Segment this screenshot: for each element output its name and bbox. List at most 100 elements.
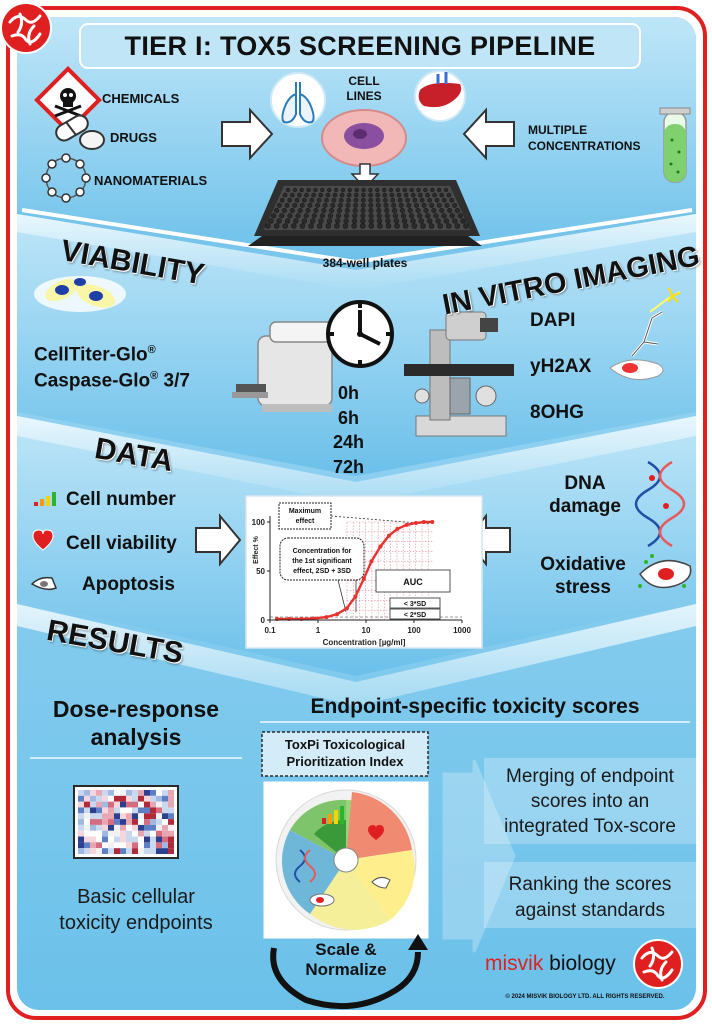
test-tube-icon xyxy=(659,107,691,183)
label-oxidative: Oxidative xyxy=(540,554,626,575)
assay-caspase-suffix: 3/7 xyxy=(158,370,190,392)
annotation-sd3: < 3*SD xyxy=(404,601,426,608)
right-arrow-icon xyxy=(221,107,274,161)
assay-caspase-text: Caspase-Glo xyxy=(34,370,151,392)
chart-x-label: Concentration [µg/ml] xyxy=(323,638,406,647)
curved-arrow-icon xyxy=(270,934,428,1010)
label-cell: CELL xyxy=(348,74,380,88)
label-scale: Scale & xyxy=(315,940,377,959)
auc-box xyxy=(375,569,451,593)
label-normalize: Normalize xyxy=(305,960,387,979)
left-arrow-icon xyxy=(462,107,515,161)
label-apoptosis: Apoptosis xyxy=(82,574,175,595)
chart-data-point xyxy=(395,526,400,531)
annotation-max-2: effect xyxy=(296,518,315,525)
label-cell-viability: Cell viability xyxy=(66,533,177,554)
label-basic-cellular: Basic cellular xyxy=(77,886,195,908)
label-rank-2: against standards xyxy=(515,900,665,921)
misvik-biology-logo-icon xyxy=(633,939,683,989)
pills-icon xyxy=(55,114,105,150)
annotation-max-1: Maximum xyxy=(289,508,321,515)
chart-y-tick-label: 50 xyxy=(256,567,265,576)
timepoint-6h: 6h xyxy=(338,408,360,428)
max-effect-box xyxy=(278,502,332,530)
chart-x-tick-label: 1000 xyxy=(453,626,471,635)
timepoint-24h: 24h xyxy=(333,432,365,452)
chart-x-tick-label: 0.1 xyxy=(264,626,276,635)
antibody-icon xyxy=(630,287,681,357)
clock-icon xyxy=(326,300,394,368)
chart-data-point xyxy=(361,576,366,581)
chart-data-point xyxy=(414,521,418,525)
brand-biology: biology xyxy=(543,952,616,975)
heart-icon xyxy=(32,529,54,551)
lungs-icon xyxy=(270,72,326,128)
chart-data-point xyxy=(353,594,358,599)
timepoint-0h: 0h xyxy=(338,383,360,403)
marker-dapi: DAPI xyxy=(530,310,576,331)
label-dose-response: Dose-response xyxy=(52,696,220,722)
chart-y-tick-label: 100 xyxy=(252,518,266,527)
annotation-auc: AUC xyxy=(403,577,423,587)
label-multiple: MULTIPLE xyxy=(528,123,588,137)
annotation-conc-1: Concentration for xyxy=(293,548,352,555)
sd3-box xyxy=(389,597,441,609)
liver-icon xyxy=(414,70,466,122)
chart-data-point xyxy=(378,544,383,549)
chart-data-point xyxy=(335,612,340,617)
label-toxicity-endpoints: toxicity endpoints xyxy=(59,912,213,934)
label-chemicals: CHEMICALS xyxy=(102,91,180,106)
assay-caspase: Caspase-Glo® 3/7 xyxy=(34,370,190,392)
timepoint-72h: 72h xyxy=(333,457,365,477)
nanomaterial-icon xyxy=(41,153,91,203)
chart-data-point xyxy=(369,559,374,564)
skull-icon xyxy=(54,88,82,118)
label-merge-1: Merging of endpoint xyxy=(506,766,674,787)
cell-icon xyxy=(321,109,407,167)
viability-cells-icon xyxy=(34,276,126,312)
label-toxpi-1: ToxPi Toxicological xyxy=(284,737,406,752)
misvik-logo-icon xyxy=(0,2,52,54)
plate-reader-icon xyxy=(232,321,333,412)
chart-x-tick-label: 100 xyxy=(407,626,421,635)
label-endpoint-scores: Endpoint-specific toxicity scores xyxy=(310,695,640,718)
dna-icon xyxy=(634,460,686,548)
annotation-sd2: < 2*SD xyxy=(404,612,426,619)
label-toxpi-2: Prioritization Index xyxy=(286,754,404,769)
well-plate-icon xyxy=(248,180,482,246)
registered-mark: ® xyxy=(150,370,159,382)
label-merge-3: integrated Tox-score xyxy=(504,816,676,837)
label-merge-2: scores into an xyxy=(530,791,650,812)
label-cell-number: Cell number xyxy=(66,489,176,510)
microscope-icon xyxy=(404,311,514,437)
marker-yh2ax: yH2AX xyxy=(530,356,592,377)
chart-data-point xyxy=(421,520,426,524)
chart-data-point xyxy=(324,615,329,620)
label-concentrations: CONCENTRATIONS xyxy=(528,139,641,153)
label-damage: damage xyxy=(549,496,621,517)
cell-number-icon xyxy=(34,492,56,506)
heatmap-icon xyxy=(78,790,174,854)
brand-misvik: misvik xyxy=(485,952,544,975)
toxpi-chart-icon xyxy=(275,789,417,931)
label-nanomaterials: NANOMATERIALS xyxy=(94,173,208,188)
brand-wordmark: misvik biology xyxy=(485,952,616,976)
chart-x-tick-label: 1 xyxy=(316,626,321,635)
assay-celltiter-text: CellTiter-Glo xyxy=(34,344,148,366)
label-well-plates: 384-well plates xyxy=(322,256,408,270)
large-right-arrow-icon xyxy=(442,759,516,953)
chart-data-point xyxy=(386,533,391,538)
chart-y-label: Effect % xyxy=(253,535,260,563)
chart-data-point xyxy=(404,522,409,527)
label-analysis: analysis xyxy=(90,724,182,750)
copyright: © 2024 MISVIK BIOLOGY LTD. ALL RIGHTS RE… xyxy=(505,994,665,1000)
stained-cell-icon xyxy=(609,359,664,381)
chart-data-point xyxy=(344,606,349,611)
chart-data-point xyxy=(430,520,435,524)
merge-panel xyxy=(484,758,696,844)
right-arrow-icon xyxy=(195,513,242,567)
toxpi-title-box xyxy=(261,731,429,777)
annotation-conc-3: effect, 2SD + 3SD xyxy=(293,568,351,575)
sd2-box xyxy=(389,608,441,620)
